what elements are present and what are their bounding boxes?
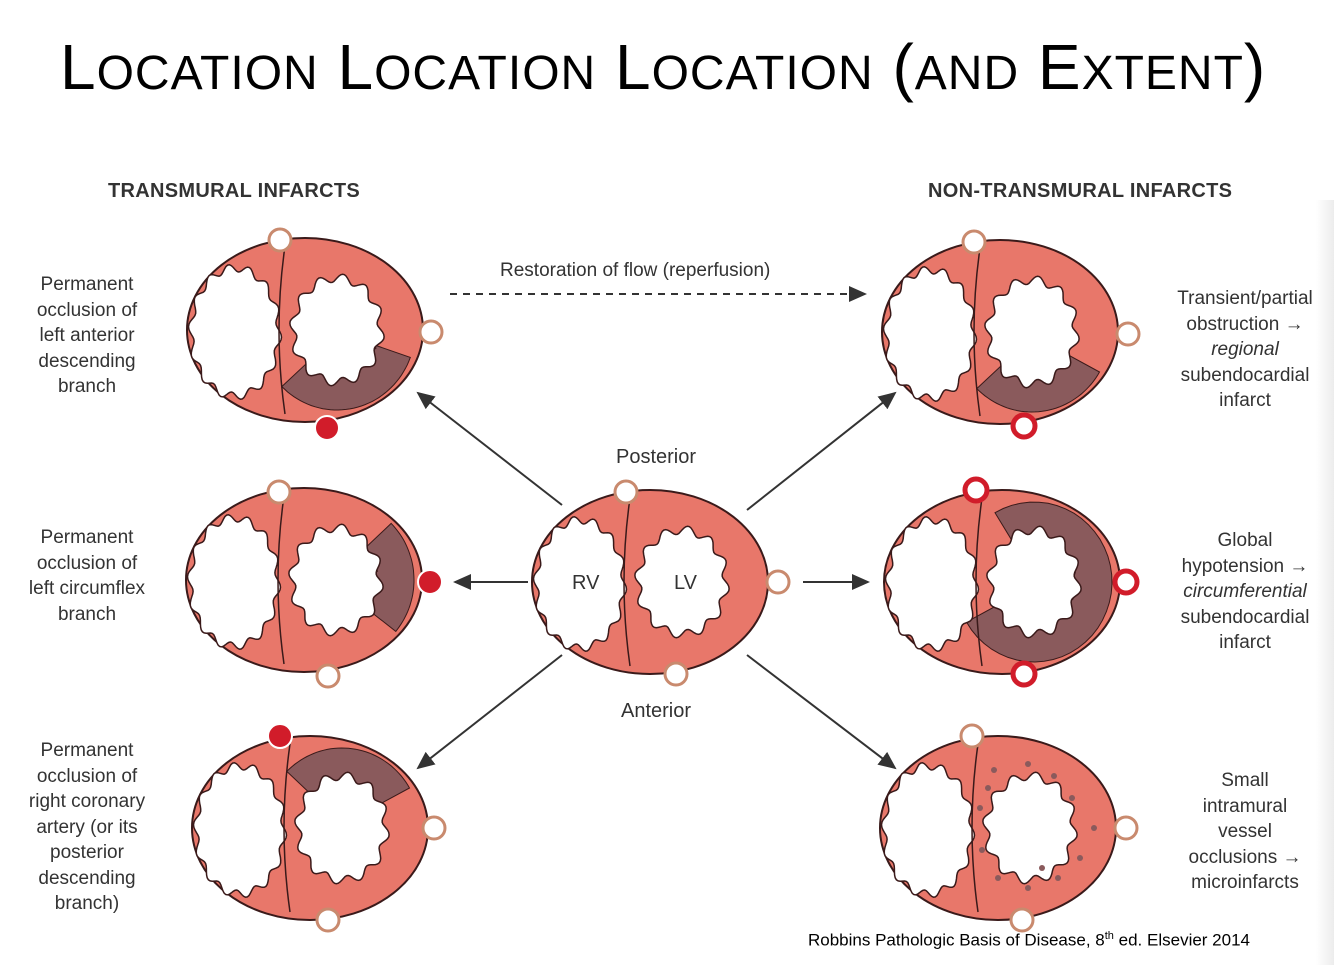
arrow <box>746 391 897 511</box>
coronary-vessel <box>663 661 689 687</box>
coronary-vessel <box>267 227 293 253</box>
coronary-vessel <box>959 723 985 749</box>
microinfarct-dot <box>1025 761 1031 767</box>
microinfarct-dot <box>1039 865 1045 871</box>
non-transmural-header: NON-TRANSMURAL INFARCTS <box>928 180 1233 202</box>
lv-cavity <box>982 771 1078 885</box>
heart-rca-transmural <box>191 723 447 933</box>
heart-circumferential-subendocardial <box>883 476 1140 688</box>
page-edge-shadow <box>1316 200 1334 965</box>
occluded-vessel <box>417 569 443 595</box>
lv-cavity <box>289 273 385 387</box>
septum <box>623 497 631 667</box>
coronary-vessel <box>266 479 292 505</box>
microinfarct-dot <box>1091 825 1097 831</box>
rv-cavity <box>880 762 976 898</box>
heart-regional-subendocardial <box>881 229 1141 440</box>
partially-obstructed-vessel <box>1112 568 1140 596</box>
heart-microinfarcts <box>879 723 1139 933</box>
lv-label: LV <box>674 572 697 594</box>
coronary-vessel <box>315 663 341 689</box>
partially-obstructed-vessel <box>1010 660 1038 688</box>
septum <box>278 245 286 415</box>
coronary-vessel <box>418 319 444 345</box>
partially-obstructed-vessel <box>962 476 990 504</box>
rv-cavity <box>532 516 628 652</box>
lv-cavity <box>984 275 1080 389</box>
posterior-label: Posterior <box>616 446 697 468</box>
coronary-vessel <box>421 815 447 841</box>
septum <box>975 497 983 667</box>
rv-cavity <box>882 266 978 402</box>
septum <box>277 495 285 665</box>
heart-lad-transmural <box>186 227 444 441</box>
microinfarct-dot <box>991 767 997 773</box>
reperfusion-label: Restoration of flow (reperfusion) <box>500 260 771 281</box>
arrow <box>416 391 563 506</box>
occluded-vessel <box>267 723 293 749</box>
rv-cavity <box>187 264 283 400</box>
lv-cavity <box>634 525 730 639</box>
occluded-vessel <box>314 415 340 441</box>
citation: Robbins Pathologic Basis of Disease, 8th… <box>808 930 1251 950</box>
microinfarct-dot <box>1025 885 1031 891</box>
rv-cavity <box>884 516 980 652</box>
coronary-vessel <box>1113 815 1139 841</box>
rv-cavity <box>186 514 282 650</box>
rv-cavity <box>192 762 288 898</box>
hearts <box>185 227 1141 933</box>
microinfarct-dot <box>1069 795 1075 801</box>
heart-reference <box>531 479 791 687</box>
arrows <box>416 286 897 770</box>
microinfarct-dot <box>979 847 985 853</box>
microinfarct-dot <box>1051 773 1057 779</box>
coronary-vessel <box>1115 321 1141 347</box>
microinfarct-dot <box>1055 875 1061 881</box>
coronary-vessel <box>315 907 341 933</box>
septum <box>973 247 981 417</box>
arrow <box>416 654 563 770</box>
anterior-label: Anterior <box>621 700 692 722</box>
partially-obstructed-vessel <box>1010 412 1038 440</box>
microinfarct-dot <box>1077 855 1083 861</box>
coronary-vessel <box>961 229 987 255</box>
microinfarct-dot <box>995 875 1001 881</box>
lv-cavity <box>288 523 384 637</box>
septum <box>283 743 291 913</box>
microinfarct-dot <box>977 805 983 811</box>
lv-cavity <box>986 525 1082 639</box>
coronary-vessel <box>765 569 791 595</box>
coronary-vessel <box>613 479 639 505</box>
transmural-header: TRANSMURAL INFARCTS <box>108 180 360 202</box>
microinfarct-dot <box>985 785 991 791</box>
septum <box>971 743 979 913</box>
rv-label: RV <box>572 572 600 594</box>
heart-lcx-transmural <box>185 479 443 689</box>
arrow <box>746 654 897 770</box>
slide-title: LOCATION LOCATION LOCATION (AND EXTENT) <box>60 31 1267 103</box>
coronary-vessel <box>1009 907 1035 933</box>
lv-cavity <box>294 771 390 885</box>
